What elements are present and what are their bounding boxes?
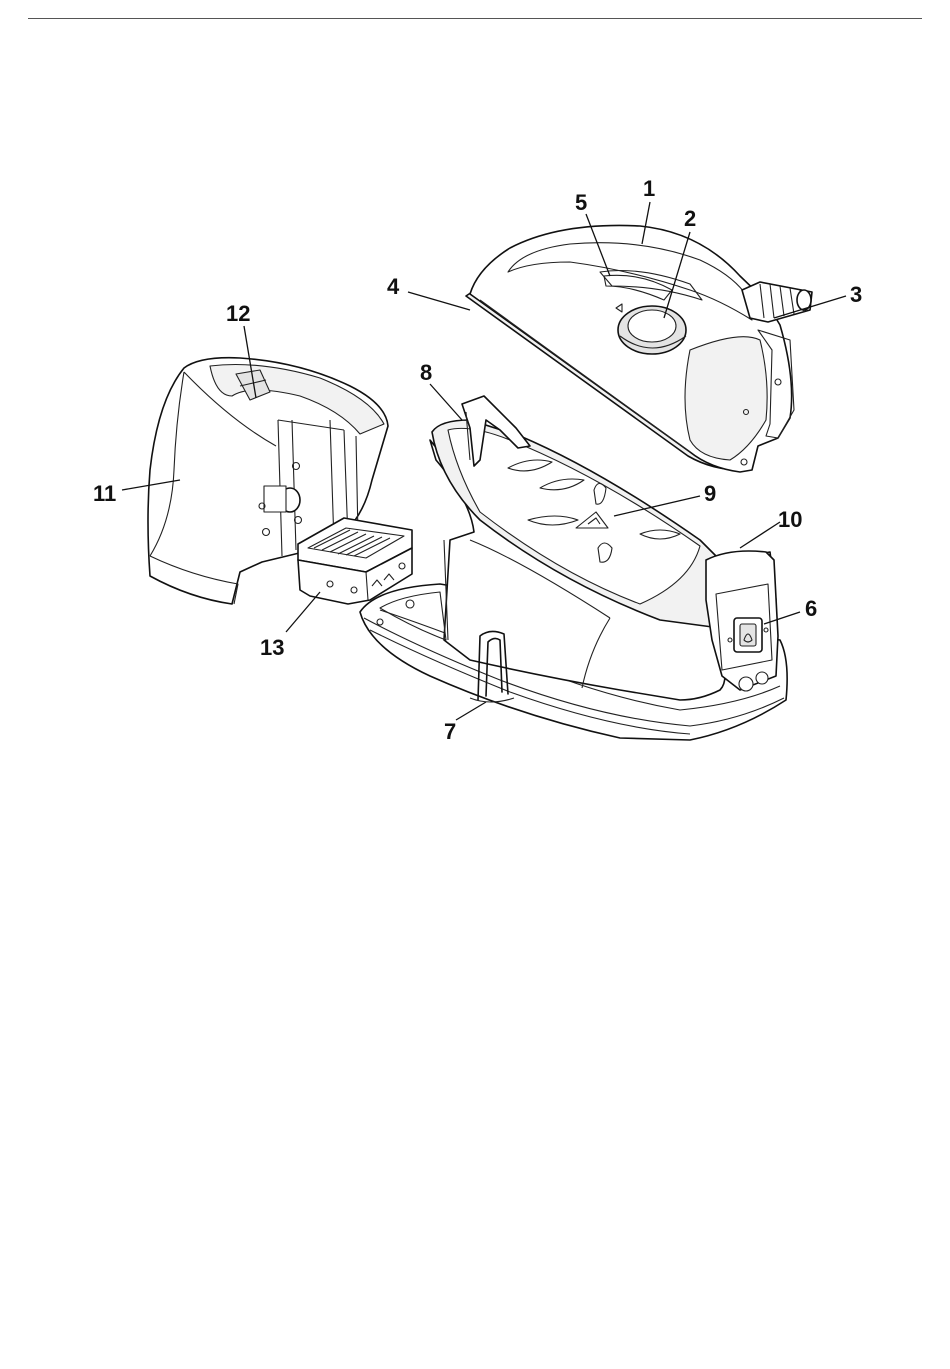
callout-2: 2 xyxy=(684,206,696,231)
callout-6: 6 xyxy=(805,596,817,621)
callout-7: 7 xyxy=(444,719,456,744)
leader-7 xyxy=(456,702,486,720)
cord-clip xyxy=(756,672,768,684)
callout-1: 1 xyxy=(643,176,655,201)
temperature-dial-cap xyxy=(628,310,676,342)
power-switch-rocker xyxy=(740,624,756,646)
leader-8 xyxy=(430,384,462,420)
leader-10 xyxy=(740,522,780,548)
cord-clip xyxy=(739,677,753,691)
callout-13: 13 xyxy=(260,635,284,660)
hose-connector xyxy=(742,282,812,322)
callout-5: 5 xyxy=(575,190,587,215)
callout-12: 12 xyxy=(226,301,250,326)
leader-13 xyxy=(286,592,320,632)
callout-10: 10 xyxy=(778,507,802,532)
callout-4: 4 xyxy=(387,274,400,299)
callout-9: 9 xyxy=(704,481,716,506)
callout-3: 3 xyxy=(850,282,862,307)
callout-11: 11 xyxy=(93,481,116,506)
leader-4 xyxy=(408,292,470,310)
tank-valve-housing xyxy=(264,486,286,512)
callout-8: 8 xyxy=(420,360,432,385)
